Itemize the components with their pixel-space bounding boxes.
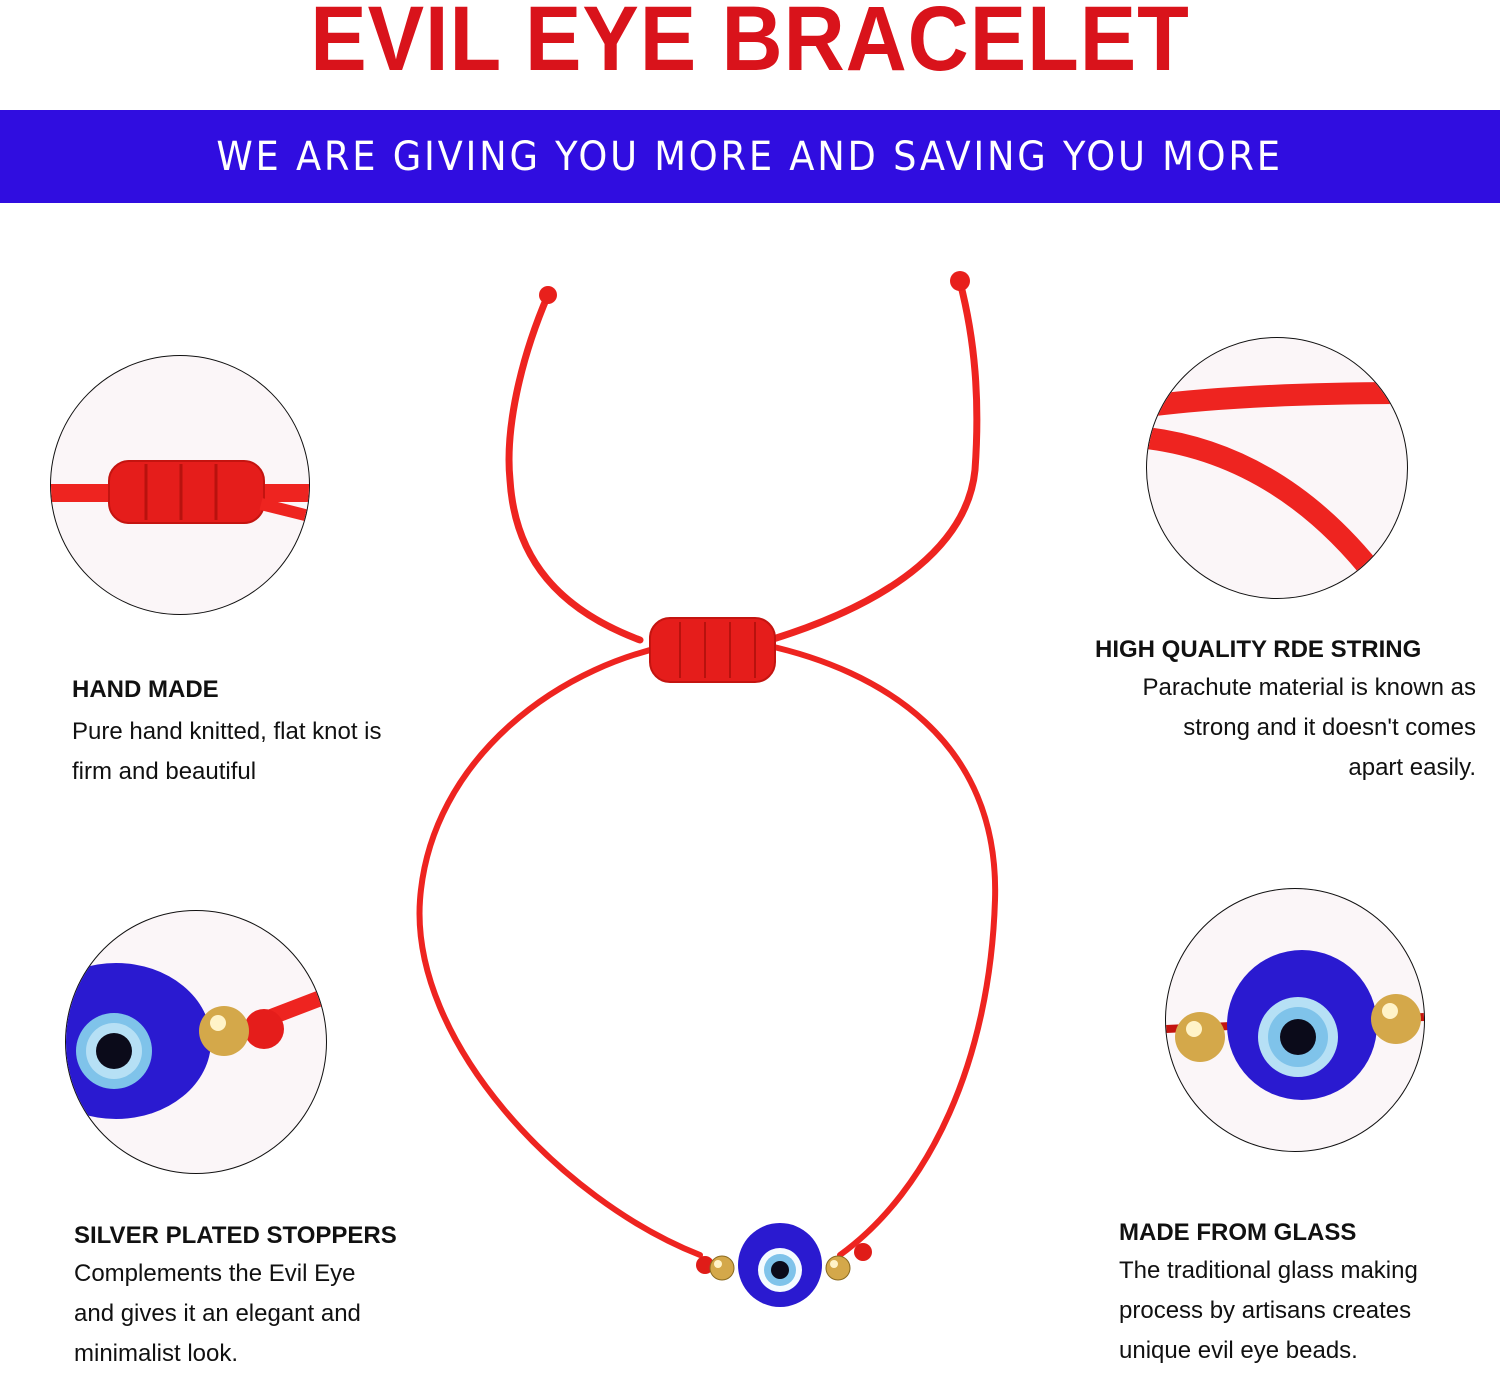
- feature-text-line: minimalist look.: [74, 1340, 239, 1367]
- feature-glass: MADE FROM GLASS The traditional glass ma…: [1119, 1219, 1499, 1371]
- feature-text-line: unique evil eye beads.: [1119, 1337, 1358, 1364]
- stopper-closeup-image: [65, 910, 327, 1174]
- feature-heading: HAND MADE: [72, 676, 219, 703]
- feature-text-line: firm and beautiful: [72, 758, 257, 785]
- feature-stoppers: SILVER PLATED STOPPERS Complements the E…: [74, 1222, 454, 1374]
- feature-heading: MADE FROM GLASS: [1119, 1219, 1357, 1246]
- feature-text-line: and gives it an elegant and: [74, 1300, 361, 1327]
- cord-closeup-image: [1146, 337, 1408, 599]
- feature-text-line: Pure hand knitted, flat knot is: [72, 718, 382, 745]
- feature-text-line: apart easily.: [1348, 754, 1476, 781]
- bracelet-image: [416, 271, 999, 1307]
- feature-heading: SILVER PLATED STOPPERS: [74, 1222, 397, 1249]
- promo-banner: WE ARE GIVING YOU MORE AND SAVING YOU MO…: [0, 110, 1500, 203]
- feature-text-line: Parachute material is known as: [1142, 674, 1477, 701]
- feature-hand-made: HAND MADE Pure hand knitted, flat knot i…: [72, 676, 432, 792]
- feature-heading: HIGH QUALITY RDE STRING: [1095, 636, 1422, 663]
- feature-text-line: strong and it doesn't comes: [1183, 714, 1476, 741]
- feature-text-line: process by artisans creates: [1119, 1297, 1412, 1324]
- promo-banner-text: WE ARE GIVING YOU MORE AND SAVING YOU MO…: [216, 133, 1284, 180]
- feature-string: HIGH QUALITY RDE STRING Parachute materi…: [1095, 636, 1476, 788]
- page-title: EVIL EYE BRACELET: [310, 0, 1190, 90]
- feature-text-line: Complements the Evil Eye: [74, 1260, 356, 1287]
- glass-bead-closeup-image: [1165, 888, 1425, 1152]
- knot-closeup-image: [50, 355, 310, 615]
- feature-text-line: The traditional glass making: [1119, 1257, 1418, 1284]
